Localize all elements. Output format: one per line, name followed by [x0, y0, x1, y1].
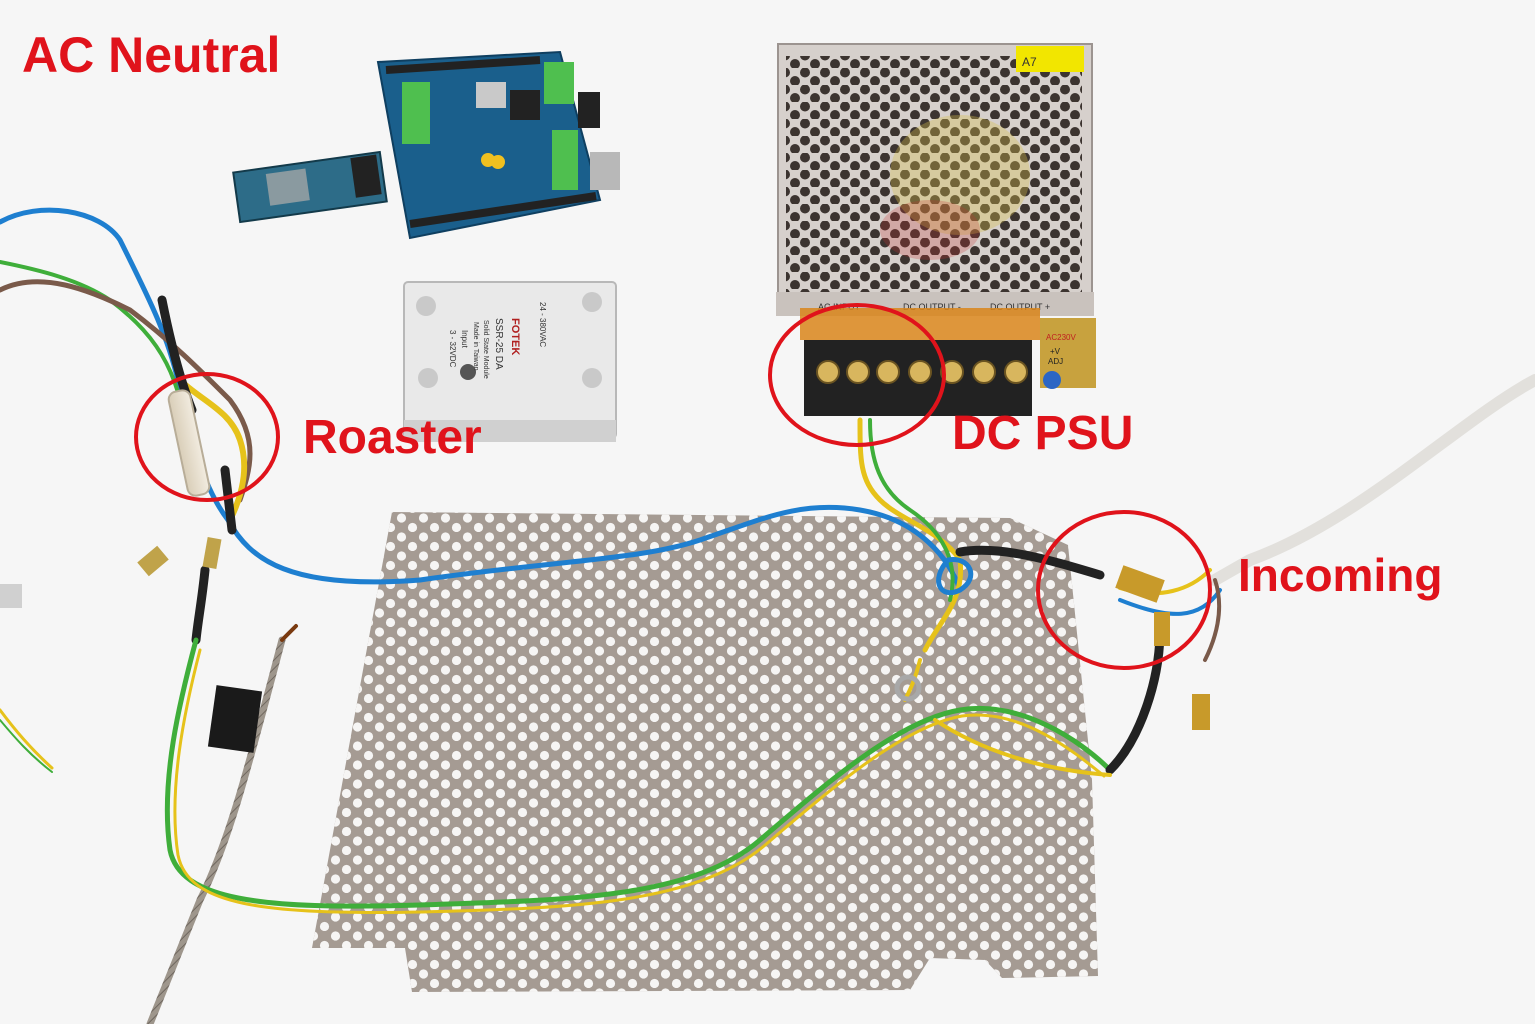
ac-neutral-label: AC Neutral — [22, 27, 281, 83]
spade-connector — [137, 545, 169, 577]
terminal-screws — [816, 360, 1028, 384]
psu-adj-v-label: +V — [1050, 347, 1061, 356]
blue-neutral-wire — [0, 207, 963, 593]
heat-shrink-piece — [207, 685, 263, 753]
annotation-circles — [134, 303, 1212, 670]
ssr-model: SSR-25 DA — [493, 318, 504, 370]
roaster-circle — [134, 372, 280, 502]
thermocouple-braided-wire — [146, 636, 286, 1024]
incoming-cable — [1209, 374, 1535, 586]
ssr-load-voltage: 24 - 380VAC — [538, 302, 547, 347]
ssr-input-label: Input — [460, 330, 469, 349]
psu-tag: A7 — [1022, 55, 1037, 69]
ring-terminal — [894, 674, 922, 702]
solid-state-relay: FOTEK SSR-25 DA 24 - 380VAC Solid State … — [403, 281, 617, 442]
perforated-mesh-plate — [312, 512, 1098, 992]
psu-tag-sticker — [1016, 46, 1084, 72]
wires — [0, 207, 1535, 1024]
adjust-potentiometer — [1043, 371, 1061, 389]
glass-fuse — [167, 389, 211, 497]
dc-psu-circle — [768, 303, 946, 447]
ssr-subtitle: Solid State Module — [482, 320, 489, 379]
earth-wire-green — [164, 637, 1113, 909]
ssr-input-voltage: 3 - 32VDC — [448, 330, 457, 368]
connectors — [0, 389, 1210, 753]
bluetooth-module — [232, 150, 388, 224]
crimp-connector — [1154, 612, 1170, 646]
incoming-circle — [1036, 510, 1212, 670]
terminal-cover — [800, 308, 1040, 340]
psu-voltage-label: AC230V — [1046, 333, 1076, 342]
incoming-label: Incoming — [1238, 549, 1443, 601]
arduino-board — [376, 50, 620, 240]
dc-power-supply: A7 AC INPUT DC OUTPUT - DC OUTPUT + AC23… — [776, 43, 1096, 416]
dc-psu-label: DC PSU — [952, 407, 1134, 460]
ssr-origin: Made in Taiwan — [472, 322, 479, 371]
psu-dc-output-label-1: DC OUTPUT - — [903, 302, 961, 312]
psu-adj-label: ADJ — [1048, 357, 1063, 366]
roaster-label: Roaster — [303, 411, 482, 464]
psu-dc-output-label-2: DC OUTPUT + — [990, 302, 1050, 312]
ssr-brand: FOTEK — [509, 318, 521, 355]
